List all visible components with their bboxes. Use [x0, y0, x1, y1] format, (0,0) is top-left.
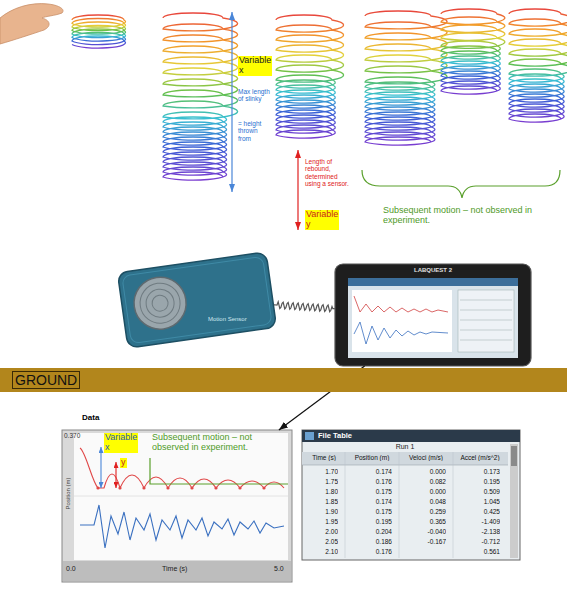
rebound-arrow: [297, 150, 298, 230]
graph-screenshot: [62, 430, 292, 582]
slinky: [509, 9, 567, 122]
device-label: Motion Sensor: [208, 316, 247, 323]
slinky: [163, 13, 238, 180]
height-arrow: [231, 12, 232, 192]
table-cell: 0.365: [400, 517, 446, 526]
table-cell: -0.167: [400, 537, 446, 546]
table-cell: 0.186: [346, 537, 392, 546]
table-cell: 0.174: [346, 497, 392, 506]
section-heading: Data: [82, 413, 99, 422]
graph-panel: Data0.370Variable xySubsequent motion – …: [62, 430, 292, 582]
table-cell: 0.174: [346, 467, 392, 476]
ground-label: GROUND: [12, 371, 80, 389]
variable-label: Variable y: [305, 210, 339, 230]
slinky-group: [72, 9, 567, 180]
axis-title: Position (m): [65, 473, 72, 513]
table-cell: 0.176: [346, 547, 392, 556]
table-cell: 0.175: [346, 507, 392, 516]
column-header: Veloci (m/s): [400, 454, 452, 461]
column-header: Accel (m/s^2): [454, 454, 506, 461]
axis-title: Time (s): [162, 565, 187, 573]
table-cell: 0.425: [454, 507, 500, 516]
table-cell: -1.409: [454, 517, 500, 526]
table-cell: 1.80: [304, 487, 338, 496]
table-cell: 1.75: [304, 477, 338, 486]
table-cell: 0.000: [400, 487, 446, 496]
table-cell: 0.259: [400, 507, 446, 516]
table-cell: 1.045: [454, 497, 500, 506]
table-cell: 0.048: [400, 497, 446, 506]
table-cell: 1.70: [304, 467, 338, 476]
axis-value: 0.370: [64, 432, 80, 439]
axis-value: 5.0: [274, 565, 284, 573]
table-cell: 0.195: [454, 477, 500, 486]
table-cell: 1.95: [304, 517, 338, 526]
table-cell: -0.712: [454, 537, 500, 546]
table-screenshot: [302, 430, 520, 560]
table-cell: -0.040: [400, 527, 446, 536]
coiled-cable: [274, 302, 335, 312]
table-cell: 0.176: [346, 477, 392, 486]
table-cell: -2.138: [454, 527, 500, 536]
variable-label: y: [120, 458, 127, 468]
slinky: [365, 11, 447, 145]
table-cell: 0.173: [454, 467, 500, 476]
variable-label: Variable x: [104, 433, 138, 453]
data-table-panel: File TableRun 1 Time (s)Position (m)Veloc…: [302, 430, 520, 560]
annotation-note: Subsequent motion – not observed in expe…: [383, 205, 559, 226]
column-header: Time (s): [304, 454, 344, 461]
hand: [0, 4, 63, 44]
slinky: [72, 15, 126, 48]
slinky: [441, 9, 505, 94]
table-cell: 1.90: [304, 507, 338, 516]
table-cell: 0.082: [400, 477, 446, 486]
table-cell: 2.10: [304, 547, 338, 556]
ground-band: GROUND: [0, 368, 567, 392]
device-label: LABQUEST 2: [335, 267, 531, 274]
run-label: Run 1: [302, 443, 508, 451]
annotation-note: Subsequent motion – not observed in expe…: [152, 433, 290, 453]
motion-sensor-body: [117, 252, 276, 348]
table-cell: 2.05: [304, 537, 338, 546]
motion-sensor: Motion Sensor: [120, 254, 274, 346]
variable-label: Variable x: [238, 56, 272, 76]
green-brace: [362, 170, 560, 198]
window-title: File Table: [318, 432, 352, 441]
axis-value: 0.0: [66, 565, 76, 573]
labquest-device: LABQUEST 2: [335, 264, 531, 366]
labquest-body: [335, 264, 531, 366]
table-cell: 0.175: [346, 487, 392, 496]
table-cell: 0.509: [454, 487, 500, 496]
table-cell: 0.195: [346, 517, 392, 526]
table-cell: 0.000: [400, 467, 446, 476]
slinky: [276, 15, 344, 138]
table-cell: 2.00: [304, 527, 338, 536]
annotation-note: Max length of slinky: [238, 88, 272, 103]
annotation-note: = height thrown from: [238, 120, 272, 142]
annotation-note: Length of rebound, determined using a se…: [305, 158, 351, 188]
table-cell: 0.204: [346, 527, 392, 536]
table-cell: 1.85: [304, 497, 338, 506]
column-header: Position (m): [346, 454, 398, 461]
table-cell: 0.561: [454, 547, 500, 556]
